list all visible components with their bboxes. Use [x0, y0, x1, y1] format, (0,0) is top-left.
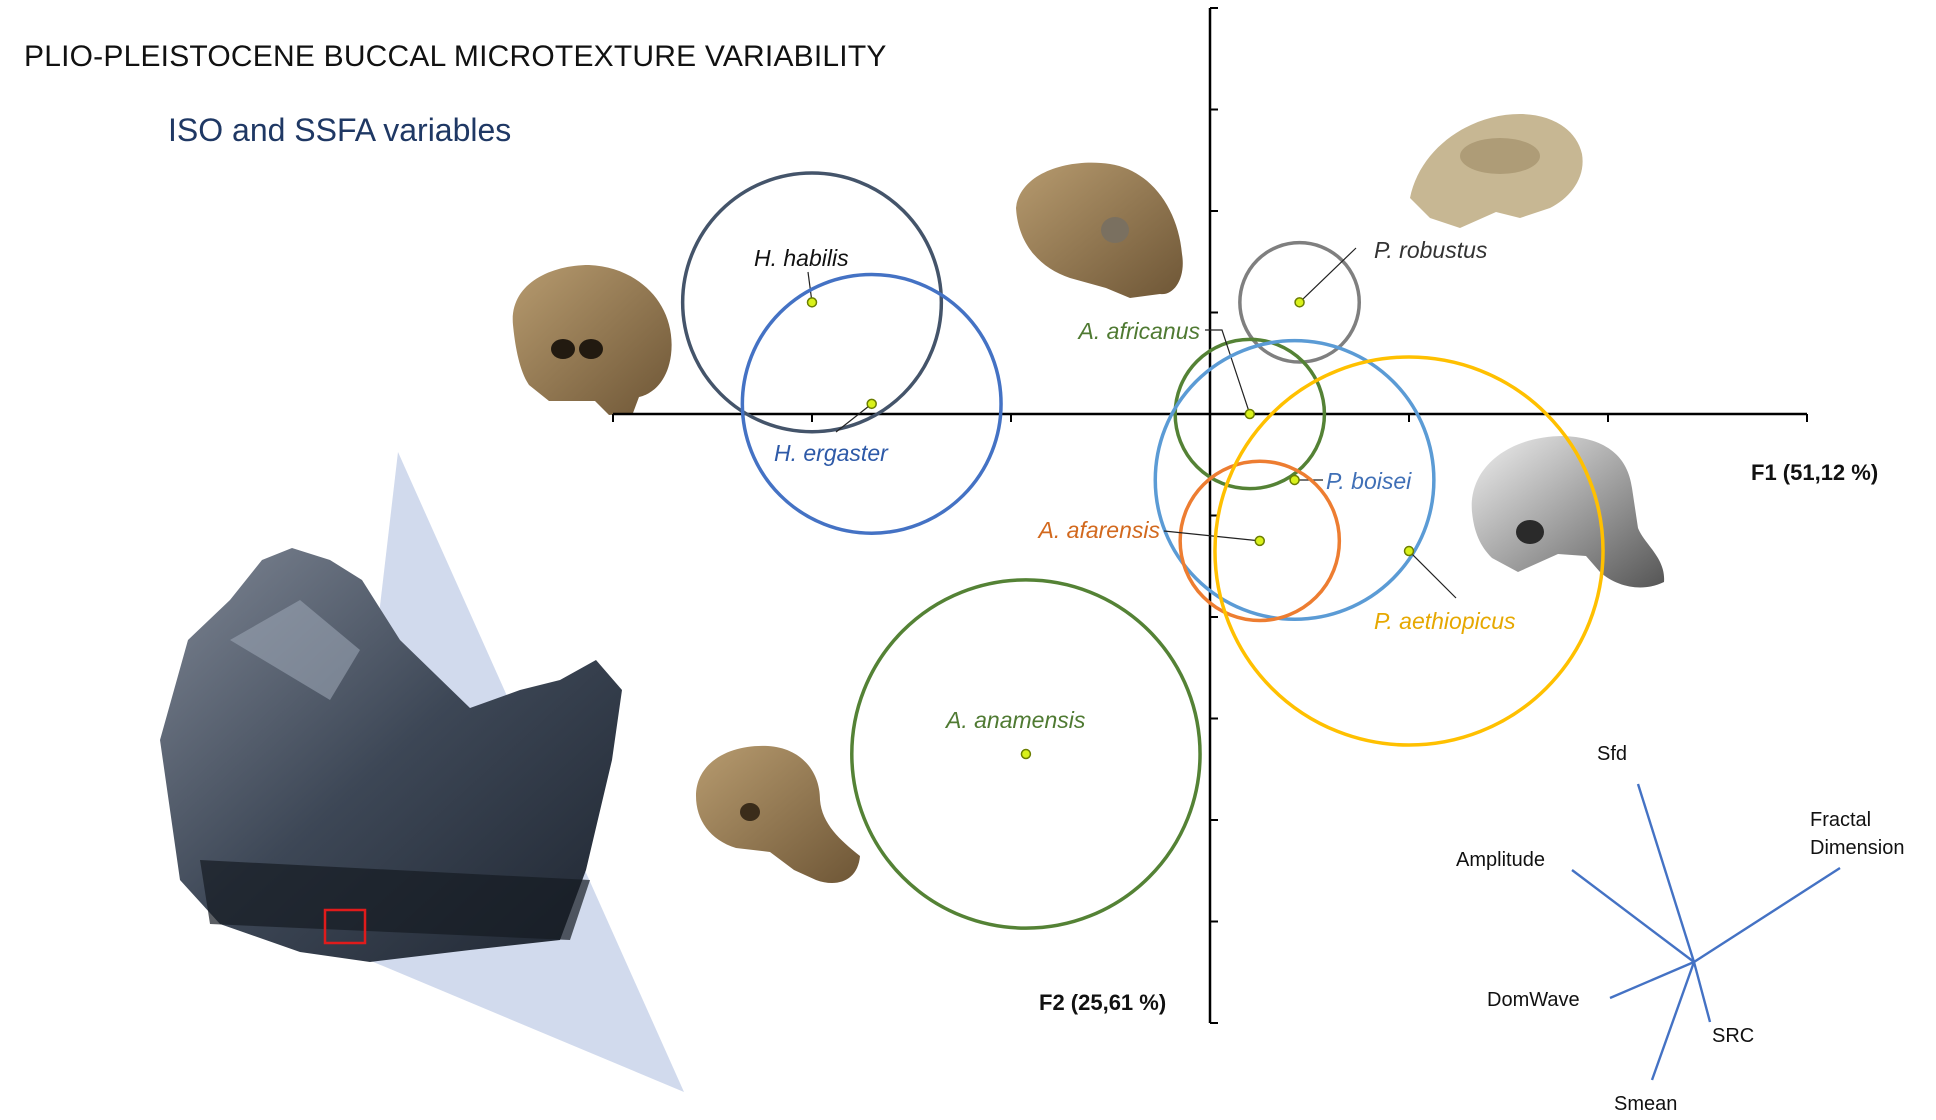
page-title: PLIO-PLEISTOCENE BUCCAL MICROTEXTURE VAR… — [24, 40, 887, 73]
leader-line-p-robustus — [1299, 247, 1357, 303]
data-point-a-anamensis — [1020, 748, 1032, 760]
data-point-h-ergaster — [866, 398, 877, 410]
label-p-robustus: P. robustus — [1374, 237, 1488, 263]
series-a-afarensis: A. afarensis — [1037, 459, 1342, 623]
page-subtitle: ISO and SSFA variables — [168, 112, 512, 148]
label-p-aethiopicus: P. aethiopicus — [1374, 608, 1516, 634]
axes — [612, 7, 1808, 1024]
leader-line-h-ergaster — [835, 403, 873, 433]
variable-vectors: Sfd Fractal Dimension Amplitude DomWave … — [1456, 743, 1904, 1115]
series-p-aethiopicus: P. aethiopicus — [1213, 355, 1605, 747]
skull-h-habilis-illustration — [512, 265, 672, 415]
skull-a-africanus-illustration — [1016, 162, 1183, 298]
confidence-circle-p-boisei — [1153, 338, 1436, 622]
series-a-anamensis: A. anamensis — [850, 578, 1202, 930]
data-point-p-aethiopicus — [1403, 545, 1415, 557]
zoom-box — [323, 908, 367, 945]
label-h-habilis: H. habilis — [754, 245, 849, 271]
vector-amplitude — [1571, 869, 1695, 963]
data-point-a-africanus — [1244, 408, 1256, 420]
data-point-p-boisei — [1289, 474, 1300, 486]
vector-label-smean: Smean — [1614, 1093, 1677, 1115]
vector-label-amplitude: Amplitude — [1456, 849, 1545, 871]
series-h-ergaster: H. ergaster — [740, 272, 1003, 535]
leader-line-a-africanus — [1205, 329, 1251, 415]
confidence-circle-a-africanus — [1173, 337, 1327, 491]
data-point-p-robustus — [1294, 297, 1305, 308]
confidence-circle-a-anamensis — [850, 578, 1202, 930]
jaw-fossil-illustration — [160, 452, 684, 1092]
label-a-afarensis: A. afarensis — [1037, 517, 1161, 543]
series-a-africanus: A. africanus — [1077, 318, 1327, 491]
confidence-circle-h-ergaster — [740, 272, 1003, 535]
vector-domwave — [1609, 960, 1695, 1000]
vector-label-domwave: DomWave — [1487, 989, 1580, 1011]
label-h-ergaster: H. ergaster — [774, 440, 889, 466]
label-a-anamensis: A. anamensis — [944, 707, 1086, 733]
series-p-robustus: P. robustus — [1238, 237, 1488, 364]
confidence-circle-h-habilis — [680, 171, 944, 434]
skull-p-aethiopicus-illustration — [1471, 436, 1665, 588]
vector-src — [1692, 961, 1712, 1023]
x-axis-label: F1 (51,12 %) — [1751, 460, 1878, 485]
leader-line-p-aethiopicus — [1408, 550, 1457, 599]
vector-label-src: SRC — [1712, 1025, 1754, 1047]
leader-line-a-afarensis — [1163, 530, 1260, 542]
vector-label-fractal-dimension: Fractal Dimension — [1810, 809, 1904, 859]
data-point-a-afarensis — [1254, 535, 1265, 547]
y-axis-label: F2 (25,61 %) — [1039, 990, 1166, 1015]
series-layer: H. habilis H. ergaster P. robustus A. af… — [680, 171, 1605, 930]
vector-fractal-dimension — [1693, 866, 1841, 964]
series-p-boisei: P. boisei — [1153, 338, 1436, 622]
label-a-africanus: A. africanus — [1077, 318, 1201, 344]
confidence-circle-p-robustus — [1238, 240, 1362, 364]
skull-p-robustus-illustration — [1410, 114, 1583, 228]
confidence-circle-p-aethiopicus — [1213, 355, 1605, 747]
series-h-habilis: H. habilis — [680, 171, 944, 434]
vector-smean — [1650, 961, 1696, 1081]
label-p-boisei: P. boisei — [1326, 468, 1412, 494]
data-point-h-habilis — [806, 297, 818, 308]
vector-sfd — [1636, 783, 1696, 963]
confidence-circle-a-afarensis — [1178, 459, 1342, 623]
vector-label-sfd: Sfd — [1597, 743, 1627, 765]
skull-a-anamensis-illustration — [696, 745, 860, 883]
